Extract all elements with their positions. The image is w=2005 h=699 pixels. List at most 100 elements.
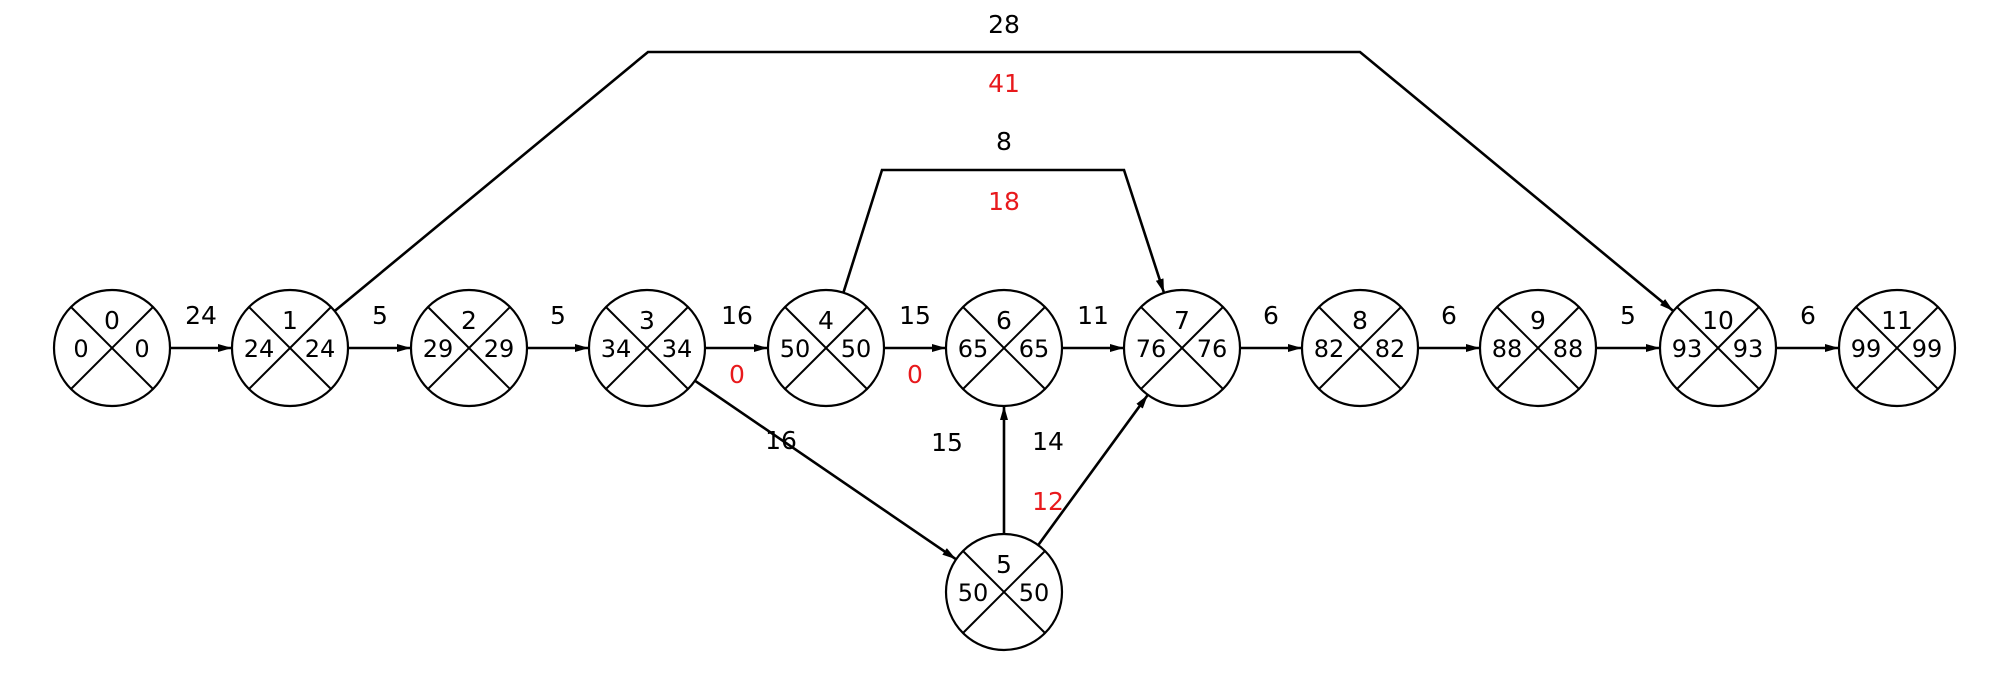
edge-7-8: 6 (1240, 301, 1302, 352)
node-early-time: 50 (958, 579, 989, 607)
node-early-time: 0 (73, 335, 88, 363)
node-id: 5 (996, 550, 1012, 579)
edge-duration-label: 5 (372, 301, 388, 330)
node-8: 882 82 (1300, 288, 1420, 408)
node-late-time: 99 (1912, 335, 1943, 363)
node-2: 229 29 (409, 288, 529, 408)
node-early-time: 99 (1851, 335, 1882, 363)
node-id: 4 (818, 306, 834, 335)
edge-arrow-3-5 (694, 379, 957, 561)
node-id: 8 (1352, 306, 1368, 335)
edge-arrow-1-10 (333, 50, 1675, 313)
edge-6-7: 11 (1062, 301, 1124, 352)
edge-duration-label: 15 (899, 301, 931, 330)
node-late-time: 82 (1375, 335, 1406, 363)
node-divider (1140, 306, 1224, 390)
edge-arrow-5-7 (1037, 394, 1149, 546)
node-late-time: 24 (305, 335, 336, 363)
edge-duration-label: 28 (988, 10, 1020, 39)
node-late-time: 76 (1197, 335, 1228, 363)
node-late-time: 50 (1019, 579, 1050, 607)
edge-0-1: 24 (170, 301, 232, 352)
node-id: 2 (461, 306, 477, 335)
node-divider (962, 550, 1046, 634)
edge-duration-label: 5 (550, 301, 566, 330)
edge-duration-label: 6 (1441, 301, 1457, 330)
edge-float-label: 0 (729, 360, 745, 389)
edge-3-4: 16 0 (705, 301, 768, 389)
edge-4-6: 15 0 (884, 301, 946, 389)
edge-8-9: 6 (1418, 301, 1480, 352)
node-id: 3 (639, 306, 655, 335)
edge-1-2: 5 (348, 301, 411, 352)
edge-float-label: 12 (1032, 487, 1064, 516)
edge-duration-label: 6 (1800, 301, 1816, 330)
node-early-time: 82 (1314, 335, 1345, 363)
node-divider (962, 306, 1046, 390)
node-early-time: 24 (244, 335, 275, 363)
node-late-time: 34 (662, 335, 693, 363)
node-divider (1855, 306, 1939, 390)
node-id: 7 (1174, 306, 1190, 335)
node-late-time: 93 (1733, 335, 1764, 363)
edge-3-5: 16 (694, 379, 957, 561)
edge-2-3: 5 (527, 301, 589, 352)
node-late-time: 29 (484, 335, 515, 363)
edge-duration-label: 14 (1032, 427, 1064, 456)
node-divider (1496, 306, 1580, 390)
node-divider (70, 306, 154, 390)
edge-duration-label: 5 (1620, 301, 1636, 330)
node-late-time: 65 (1019, 335, 1050, 363)
node-3: 334 34 (587, 288, 707, 408)
node-id: 6 (996, 306, 1012, 335)
node-divider (1318, 306, 1402, 390)
node-id: 9 (1530, 306, 1546, 335)
node-id: 1 (282, 306, 298, 335)
node-id: 11 (1881, 306, 1913, 335)
edge-duration-label: 16 (721, 301, 753, 330)
node-early-time: 65 (958, 335, 989, 363)
node-divider (605, 306, 689, 390)
node-early-time: 88 (1492, 335, 1523, 363)
node-late-time: 88 (1553, 335, 1584, 363)
node-divider (784, 306, 868, 390)
edge-float-label: 41 (988, 69, 1020, 98)
node-late-time: 50 (841, 335, 872, 363)
edge-5-6: 15 (931, 406, 1008, 534)
edge-4-7: 8 18 (842, 127, 1166, 294)
edge-duration-label: 16 (765, 426, 797, 455)
node-9: 988 88 (1478, 288, 1598, 408)
edge-5-7: 14 12 (1032, 394, 1149, 546)
node-divider (1676, 306, 1760, 390)
node-early-time: 29 (423, 335, 454, 363)
edge-float-label: 18 (988, 187, 1020, 216)
edge-arrow-4-7 (842, 168, 1166, 294)
node-divider (427, 306, 511, 390)
node-late-time: 0 (134, 335, 149, 363)
node-early-time: 34 (601, 335, 632, 363)
node-1: 124 24 (230, 288, 350, 408)
edge-duration-label: 24 (185, 301, 217, 330)
node-5: 550 50 (944, 532, 1064, 652)
node-early-time: 93 (1672, 335, 1703, 363)
edge-9-10: 5 (1596, 301, 1660, 352)
edge-duration-label: 11 (1077, 301, 1109, 330)
node-early-time: 50 (780, 335, 811, 363)
edge-duration-label: 15 (931, 428, 963, 457)
edge-1-10: 28 41 (333, 10, 1675, 313)
node-divider (248, 306, 332, 390)
edge-float-label: 0 (907, 360, 923, 389)
node-6: 665 65 (944, 288, 1064, 408)
edge-10-11: 6 (1776, 301, 1839, 352)
edge-duration-label: 8 (996, 127, 1012, 156)
edge-duration-label: 6 (1263, 301, 1279, 330)
node-id: 10 (1702, 306, 1734, 335)
node-4: 450 50 (766, 288, 886, 408)
